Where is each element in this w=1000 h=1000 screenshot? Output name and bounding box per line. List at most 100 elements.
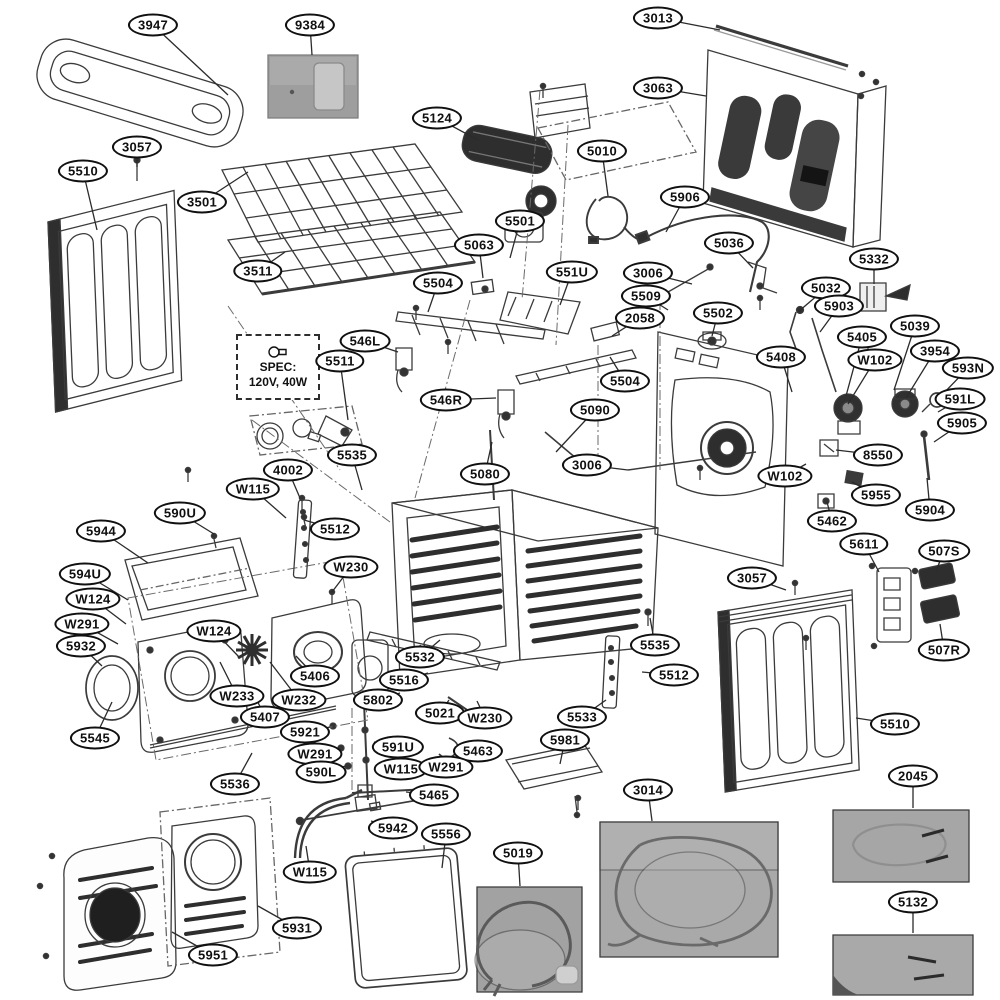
part-label-5904[interactable]: 5904 [904, 498, 956, 522]
part-label-5501[interactable]: 5501 [494, 209, 546, 233]
part-label-W102[interactable]: W102 [847, 348, 903, 372]
part-label-5533[interactable]: 5533 [556, 705, 608, 729]
bracket-5036 [748, 262, 777, 293]
part-label-5405[interactable]: 5405 [836, 325, 888, 349]
part-label-W230[interactable]: W230 [457, 706, 513, 730]
part-label-4002[interactable]: 4002 [262, 458, 314, 482]
part-label-W232[interactable]: W232 [271, 688, 327, 712]
part-label-5802[interactable]: 5802 [352, 688, 404, 712]
part-label-5511[interactable]: 5511 [315, 349, 365, 373]
part-label-5903[interactable]: 5903 [813, 294, 865, 318]
part-label-5063[interactable]: 5063 [453, 233, 505, 257]
part-label-5021[interactable]: 5021 [414, 701, 466, 725]
part-label-5942[interactable]: 5942 [367, 816, 419, 840]
part-label-5019[interactable]: 5019 [492, 841, 544, 865]
part-label-5510[interactable]: 5510 [869, 712, 921, 736]
part-label-5512[interactable]: 5512 [309, 517, 361, 541]
part-label-3947[interactable]: 3947 [127, 13, 179, 37]
part-label-5545[interactable]: 5545 [69, 726, 121, 750]
part-label-5132[interactable]: 5132 [887, 890, 939, 914]
part-label-5039[interactable]: 5039 [889, 314, 941, 338]
part-label-5502[interactable]: 5502 [692, 301, 744, 325]
part-label-5931[interactable]: 5931 [271, 916, 323, 940]
part-label-W124[interactable]: W124 [186, 619, 242, 643]
rear-cover-5951 [37, 838, 176, 991]
part-label-507R[interactable]: 507R [917, 638, 971, 662]
part-label-5010[interactable]: 5010 [576, 139, 628, 163]
part-label-2045[interactable]: 2045 [887, 764, 939, 788]
part-label-W115[interactable]: W115 [225, 477, 281, 501]
part-label-5921[interactable]: 5921 [279, 720, 331, 744]
part-label-8550[interactable]: 8550 [852, 443, 904, 467]
part-label-546R[interactable]: 546R [419, 388, 473, 412]
part-label-5611[interactable]: 5611 [839, 532, 889, 556]
part-label-5332[interactable]: 5332 [848, 247, 900, 271]
part-label-5535[interactable]: 5535 [629, 633, 681, 657]
part-label-590U[interactable]: 590U [153, 501, 207, 525]
vent-duct [471, 264, 713, 341]
part-label-5462[interactable]: 5462 [806, 509, 858, 533]
part-label-594U[interactable]: 594U [58, 562, 112, 586]
part-label-3057[interactable]: 3057 [726, 566, 778, 590]
part-label-5932[interactable]: 5932 [55, 634, 107, 658]
part-label-590L[interactable]: 590L [295, 760, 347, 784]
rack-frame [31, 33, 250, 154]
part-label-591U[interactable]: 591U [371, 735, 425, 759]
part-label-W230[interactable]: W230 [323, 555, 379, 579]
part-label-5905[interactable]: 5905 [936, 411, 988, 435]
part-label-593N[interactable]: 593N [941, 356, 995, 380]
part-label-5509[interactable]: 5509 [620, 284, 672, 308]
part-label-W115[interactable]: W115 [282, 860, 338, 884]
part-label-5504[interactable]: 5504 [599, 369, 651, 393]
part-label-5510[interactable]: 5510 [57, 159, 109, 183]
part-label-3057[interactable]: 3057 [111, 135, 163, 159]
part-label-5535[interactable]: 5535 [326, 443, 378, 467]
part-label-5463[interactable]: 5463 [452, 739, 504, 763]
part-label-507S[interactable]: 507S [918, 539, 970, 563]
part-label-5465[interactable]: 5465 [408, 783, 460, 807]
part-label-5536[interactable]: 5536 [209, 772, 261, 796]
part-label-591L[interactable]: 591L [934, 387, 986, 411]
fan-wheel-w232 [236, 634, 268, 666]
part-label-5124[interactable]: 5124 [411, 106, 463, 130]
part-label-5955[interactable]: 5955 [850, 483, 902, 507]
part-label-5407[interactable]: 5407 [239, 705, 291, 729]
part-label-3954[interactable]: 3954 [909, 339, 961, 363]
part-label-5080[interactable]: 5080 [459, 462, 511, 486]
part-label-551U[interactable]: 551U [545, 260, 599, 284]
part-label-5951[interactable]: 5951 [187, 943, 239, 967]
part-label-5944[interactable]: 5944 [75, 519, 127, 543]
part-label-5906[interactable]: 5906 [659, 185, 711, 209]
part-label-9384[interactable]: 9384 [284, 13, 336, 37]
gasket-rings [86, 656, 138, 720]
part-label-W291[interactable]: W291 [54, 612, 110, 636]
part-label-3014[interactable]: 3014 [622, 778, 674, 802]
part-label-3501[interactable]: 3501 [176, 190, 228, 214]
part-label-5406[interactable]: 5406 [289, 664, 341, 688]
part-label-5408[interactable]: 5408 [755, 345, 807, 369]
part-label-5516[interactable]: 5516 [378, 668, 430, 692]
part-label-5036[interactable]: 5036 [703, 231, 755, 255]
part-label-5556[interactable]: 5556 [420, 822, 472, 846]
part-label-3511[interactable]: 3511 [233, 259, 283, 283]
part-label-W115[interactable]: W115 [373, 757, 429, 781]
part-label-5512[interactable]: 5512 [648, 663, 700, 687]
part-label-2058[interactable]: 2058 [614, 306, 666, 330]
part-label-546L[interactable]: 546L [339, 329, 391, 353]
part-label-W291[interactable]: W291 [287, 742, 343, 766]
part-label-5981[interactable]: 5981 [539, 728, 591, 752]
latch-parts [396, 348, 514, 438]
back-panel [703, 26, 886, 247]
part-label-W102[interactable]: W102 [757, 464, 813, 488]
part-label-5532[interactable]: 5532 [394, 645, 446, 669]
part-label-W233[interactable]: W233 [209, 684, 265, 708]
part-label-W291[interactable]: W291 [418, 755, 474, 779]
part-label-5090[interactable]: 5090 [569, 398, 621, 422]
part-label-3006[interactable]: 3006 [622, 261, 674, 285]
part-label-3063[interactable]: 3063 [632, 76, 684, 100]
part-label-3013[interactable]: 3013 [632, 6, 684, 30]
part-label-W124[interactable]: W124 [65, 587, 121, 611]
part-label-3006[interactable]: 3006 [561, 453, 613, 477]
part-label-5504[interactable]: 5504 [412, 271, 464, 295]
